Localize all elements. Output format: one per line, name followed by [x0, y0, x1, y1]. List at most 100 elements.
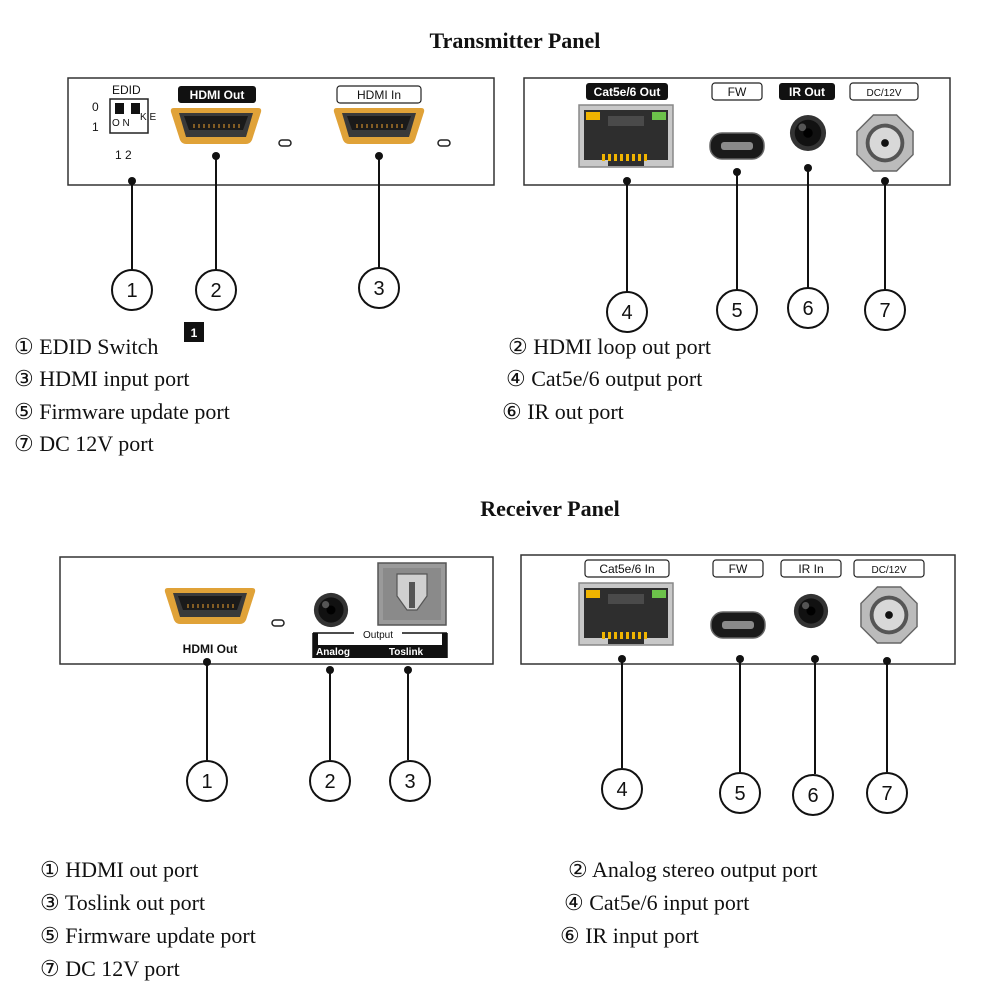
tx-legend-3: ③ HDMI input port: [14, 366, 190, 391]
transmitter-leaders: [128, 152, 889, 292]
edid-switch[interactable]: EDID 0 1 O N K E 1 2: [92, 83, 156, 162]
svg-text:1: 1: [201, 771, 212, 793]
footnote-badge: [184, 322, 204, 342]
rx-callout-4: 4: [601, 768, 643, 810]
rx-dc-tag: [853, 559, 925, 578]
rx-legend-1: ① HDMI out port: [40, 857, 198, 882]
rx-hdmi-out-port[interactable]: [164, 587, 256, 625]
rx-cat-in-tag: [584, 559, 670, 578]
tx-callout-1: 1: [111, 269, 153, 311]
rx-ir-in-tag: [780, 559, 842, 578]
svg-text:2: 2: [210, 280, 221, 302]
tx-callout-3: 3: [358, 267, 400, 309]
svg-text:3: 3: [404, 771, 415, 793]
rx-fw-label: FW: [729, 562, 748, 576]
tx-hdmi-in-label: HDMI In: [357, 88, 401, 102]
svg-text:5: 5: [731, 300, 742, 322]
tx-legend-6: ⑥ IR out port: [502, 399, 624, 424]
rx-ir-in-label: IR In: [798, 562, 823, 576]
rx-output-bracket: [312, 628, 448, 658]
tx-hdmi-in-tag: [336, 85, 422, 104]
rx-led-1: [271, 619, 285, 627]
tx-legend-2: ② HDMI loop out port: [508, 334, 711, 359]
rx-dc-label: DC/12V: [871, 565, 906, 576]
svg-text:7: 7: [881, 783, 892, 805]
tx-ir-out-label: IR Out: [789, 85, 825, 99]
rx-fw-tag: [712, 559, 764, 578]
svg-text:7: 7: [879, 300, 890, 322]
svg-text:6: 6: [802, 298, 813, 320]
edid-switch-1[interactable]: [115, 103, 124, 114]
rx-legend-7: ⑦ DC 12V port: [40, 956, 180, 981]
tx-legend-4: ④ Cat5e/6 output port: [506, 366, 702, 391]
edid-on-label: O N: [112, 118, 130, 129]
tx-dc-tag: [849, 82, 919, 101]
edid-one-label: 1: [92, 120, 99, 134]
rx-legend-2: ② Analog stereo output port: [568, 857, 817, 882]
transmitter-callouts: 1 2 3 4 5 6 7: [111, 267, 906, 333]
edid-switch-2[interactable]: [131, 103, 140, 114]
svg-text:4: 4: [621, 302, 632, 324]
svg-text:3: 3: [373, 278, 384, 300]
svg-text:5: 5: [734, 783, 745, 805]
rx-callout-5: 5: [719, 772, 761, 814]
rx-callout-6: 6: [792, 774, 834, 816]
receiver-legend: ① HDMI out port ② Analog stereo output p…: [40, 857, 817, 981]
rx-legend-5: ⑤ Firmware update port: [40, 923, 256, 948]
svg-text:1: 1: [126, 280, 137, 302]
rx-toslink-label: Toslink: [389, 647, 424, 658]
rx-toslink-port[interactable]: [377, 562, 447, 626]
svg-text:4: 4: [616, 779, 627, 801]
rx-legend-3: ③ Toslink out port: [40, 890, 205, 915]
rx-rj45-port[interactable]: [578, 582, 674, 646]
tx-callout-6: 6: [787, 287, 829, 329]
tx-fw-label: FW: [728, 85, 747, 99]
rx-fw-port[interactable]: [710, 611, 766, 639]
tx-fw-port[interactable]: [709, 132, 765, 160]
tx-callout-5: 5: [716, 289, 758, 331]
rx-dc-jack[interactable]: [860, 586, 918, 644]
tx-fw-tag: [711, 82, 763, 101]
rx-cat-in-label: Cat5e/6 In: [599, 562, 654, 576]
edid-label: EDID: [112, 83, 141, 97]
tx-dc-jack[interactable]: [856, 114, 914, 172]
rx-callout-3: 3: [389, 760, 431, 802]
tx-ir-out-tag: [779, 83, 835, 100]
edid-zero-label: 0: [92, 100, 99, 114]
tx-cat-out-tag: [586, 83, 668, 100]
rx-callout-7: 7: [866, 772, 908, 814]
tx-callout-4: 4: [606, 291, 648, 333]
tx-dc-label: DC/12V: [866, 88, 901, 99]
edid-numbers-label: 1 2: [115, 148, 132, 162]
tx-rj45-port[interactable]: [578, 104, 674, 168]
svg-text:6: 6: [807, 785, 818, 807]
rx-ir-in-jack[interactable]: [793, 593, 829, 629]
rx-hdmi-out-label: HDMI Out: [183, 642, 238, 656]
receiver-title: Receiver Panel: [480, 496, 619, 521]
tx-led-1: [278, 139, 292, 147]
receiver-leaders: [203, 655, 891, 774]
tx-legend-1: ① EDID Switch: [14, 334, 158, 359]
edid-ke-label: K E: [140, 112, 156, 123]
rx-legend-4: ④ Cat5e/6 input port: [564, 890, 749, 915]
tx-cat-out-label: Cat5e/6 Out: [594, 85, 661, 99]
tx-hdmi-out-port[interactable]: [170, 107, 262, 145]
tx-callout-2: 2: [195, 269, 237, 311]
receiver-callouts: 1 2 3 4 5 6 7: [186, 760, 908, 816]
tx-callout-7: 7: [864, 289, 906, 331]
tx-ir-out-jack[interactable]: [789, 114, 827, 152]
footnote-badge-text: 1: [191, 326, 198, 340]
rx-analog-jack[interactable]: [313, 592, 349, 628]
transmitter-legend: ① EDID Switch 1 ② HDMI loop out port ③ H…: [14, 322, 711, 456]
svg-text:2: 2: [324, 771, 335, 793]
tx-hdmi-out-tag: [178, 86, 256, 103]
rx-legend-6: ⑥ IR input port: [560, 923, 699, 948]
tx-led-2: [437, 139, 451, 147]
tx-legend-5: ⑤ Firmware update port: [14, 399, 230, 424]
tx-hdmi-out-label: HDMI Out: [190, 88, 245, 102]
rx-callout-2: 2: [309, 760, 351, 802]
rx-output-label: Output: [363, 630, 393, 641]
transmitter-title: Transmitter Panel: [430, 28, 601, 53]
tx-hdmi-in-port[interactable]: [333, 107, 425, 145]
